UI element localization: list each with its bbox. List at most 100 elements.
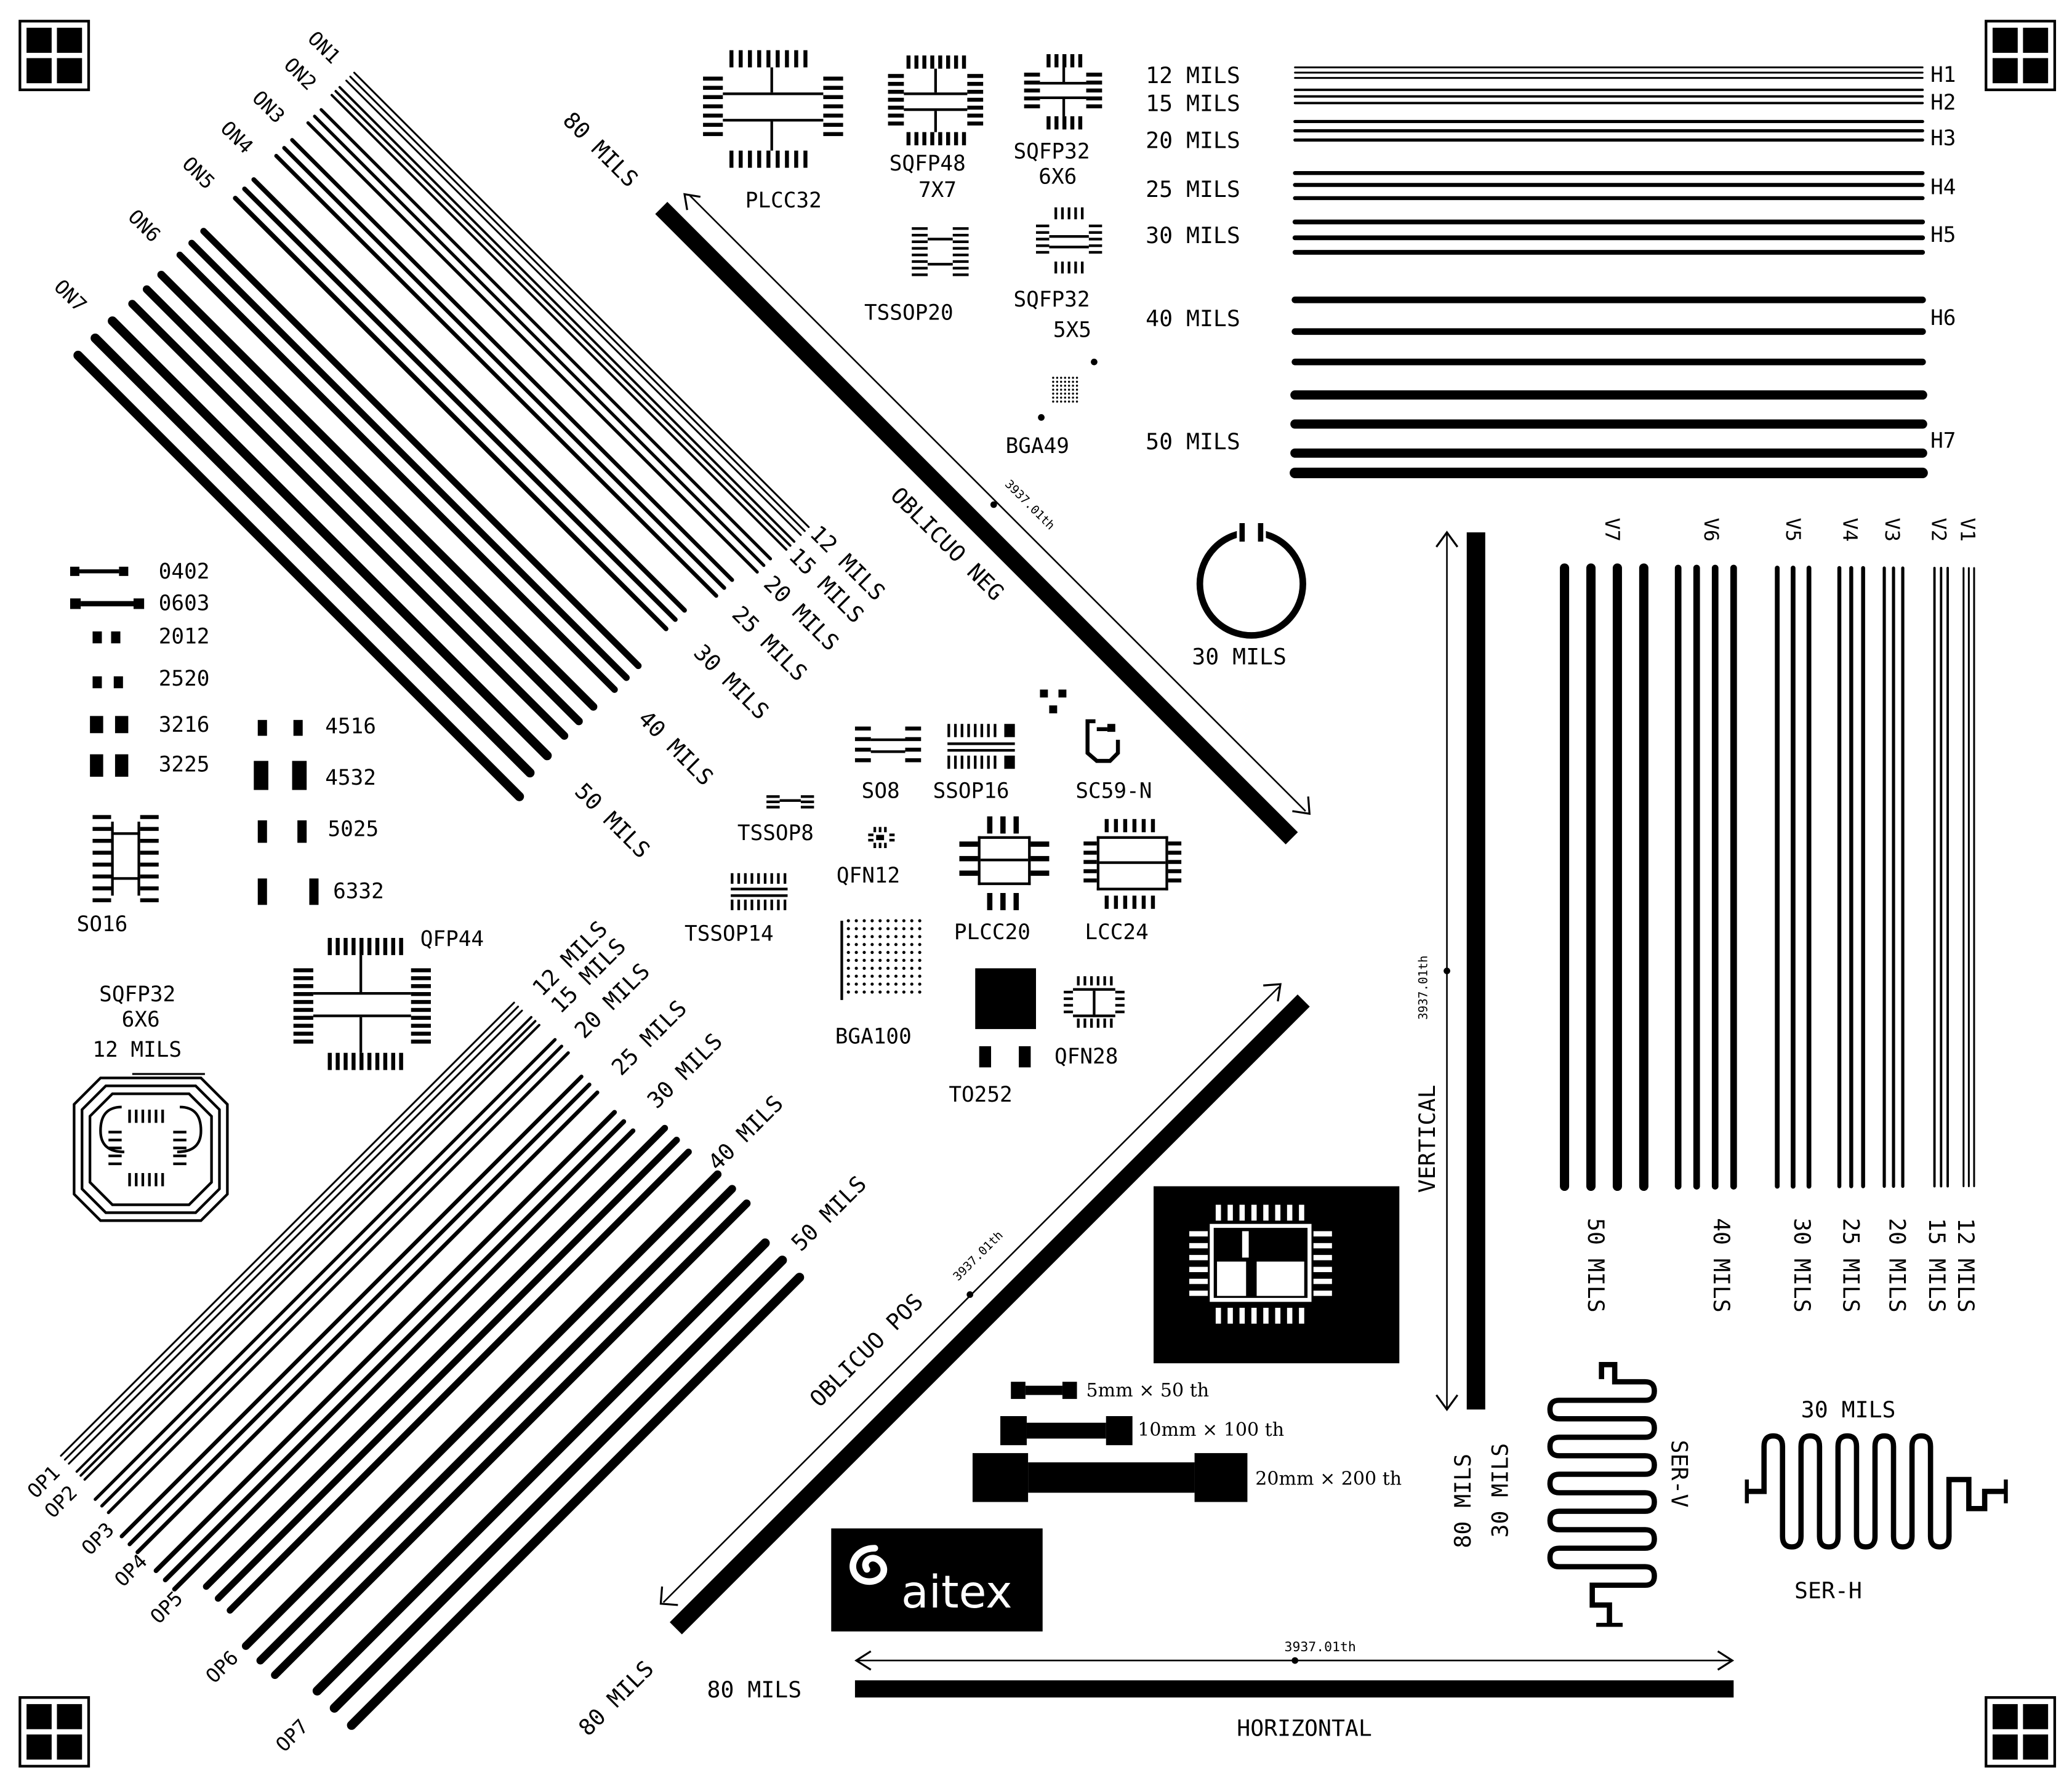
bga-pad: [1060, 380, 1062, 383]
bga-pad: [1067, 377, 1070, 379]
dimension-label: 3937.01th: [1002, 477, 1058, 532]
bga-pad: [870, 943, 874, 947]
width-label: 20 MILS: [1884, 1218, 1911, 1313]
pos-width-labels: 12 MILS 15 MILS 20 MILS 25 MILS 30 MILS …: [527, 916, 872, 1256]
footprint-label: PLCC32: [745, 188, 822, 213]
bga-pad: [886, 990, 890, 994]
bga-pad: [918, 982, 922, 986]
vertical-trace: 3937.01th VERTICAL 80 MILS: [1414, 531, 1485, 1548]
bga-pad: [1056, 385, 1059, 387]
v-label: V7: [1600, 518, 1624, 542]
bga-pad: [1060, 385, 1062, 387]
serpentine-horizontal: 30 MILS SER-H: [1745, 1396, 2008, 1604]
bga-pad: [854, 990, 858, 994]
chip-0402: 0402: [70, 559, 209, 584]
bga-pad: [894, 974, 898, 978]
bga-pad: [846, 966, 850, 970]
v-label: V5: [1781, 518, 1805, 542]
bga-pad: [910, 966, 914, 970]
width-label: 15 MILS: [1146, 90, 1240, 116]
bga-pad: [886, 966, 890, 970]
width-label: 25 MILS: [1146, 176, 1240, 202]
v-label: V4: [1838, 518, 1861, 542]
footprint-label: 5X5: [1053, 318, 1091, 342]
chip-3225: 3225: [90, 753, 209, 777]
resistor-label: 5mm × 50 th: [1086, 1380, 1210, 1401]
horizontal-trace: 3937.01th 80 MILS HORIZONTAL: [707, 1640, 1735, 1741]
bga-pad: [894, 919, 898, 923]
bga-pad: [1052, 400, 1054, 403]
bga-pad: [1056, 400, 1059, 403]
bga-pad: [1072, 380, 1074, 383]
bga-pad: [1067, 385, 1070, 387]
footprint-label: 6X6: [122, 1007, 160, 1032]
bga-pad: [1067, 400, 1070, 403]
bga-pad: [846, 982, 850, 986]
bga-pad: [1064, 380, 1066, 383]
footprint-tssop14: TSSOP14: [685, 873, 788, 946]
bga-pad: [1064, 377, 1066, 379]
aitex-logo: aitex: [831, 1528, 1043, 1632]
chip-2520: 2520: [92, 667, 209, 691]
width-label: 20 MILS: [1146, 127, 1240, 153]
bga-pad: [854, 927, 858, 931]
logo-text: aitex: [901, 1566, 1012, 1619]
bga-pad: [1064, 392, 1066, 395]
resistor-10mm: 10mm × 100 th: [1000, 1416, 1284, 1446]
bga-pad: [902, 958, 905, 963]
width-label: 25 MILS: [1837, 1218, 1864, 1313]
bga-pad: [846, 935, 850, 939]
chip-label: 0603: [159, 591, 210, 616]
h-label: H4: [1930, 175, 1956, 200]
footprint-label: SQFP48: [889, 151, 966, 176]
vertical-line-labels: V1 V2 V3 V4 V5 V6 V7: [1600, 518, 1979, 542]
ser-v-label: SER-V: [1666, 1440, 1692, 1508]
width-label: 80 MILS: [707, 1676, 802, 1703]
bga-pad: [910, 982, 914, 986]
pos-label: OP5: [146, 1587, 188, 1628]
bga-pad: [1075, 388, 1078, 391]
width-label: 12 MILS: [1953, 1218, 1979, 1313]
bga-pad: [910, 927, 914, 931]
footprint-label: TO252: [949, 1083, 1012, 1107]
footprint-label: QFP44: [420, 927, 484, 951]
serpentine-vertical: 30 MILS SER-V: [1487, 1361, 1692, 1627]
swirl-logo-icon: [849, 1545, 888, 1585]
pos-label: OP3: [77, 1518, 119, 1560]
bga-pad: [854, 966, 858, 970]
bga-pad: [878, 919, 882, 923]
bga-pad: [1072, 392, 1074, 395]
footprint-label: TSSOP20: [864, 300, 954, 325]
bga-pad: [918, 919, 922, 923]
ser-h-label: SER-H: [1794, 1577, 1862, 1604]
chip-5025: 5025: [257, 817, 379, 843]
footprint-qfn28: QFN28: [1054, 976, 1125, 1069]
bga-pad: [902, 943, 905, 947]
bga-pad: [846, 943, 850, 947]
chip-label: 5025: [328, 817, 379, 842]
bga-pad: [870, 974, 874, 978]
bga-pad: [1052, 388, 1054, 391]
footprint-sqfp48: SQFP48 7X7: [888, 55, 984, 202]
bga-pad: [894, 966, 898, 970]
bga-pad: [1072, 400, 1074, 403]
footprint-label: SQFP32: [1014, 287, 1090, 312]
chip-footprints: 0402 0603 2012 2520 3216 3225 4516 4532: [70, 559, 384, 905]
width-label: 12 MILS: [1146, 62, 1240, 89]
bga-pad: [902, 951, 905, 955]
bga-pad: [1052, 392, 1054, 395]
neg-label: ON3: [247, 86, 289, 128]
bga-pad: [846, 927, 850, 931]
bga-pad: [1060, 396, 1062, 399]
h-label: H3: [1930, 126, 1956, 151]
width-label: 50 MILS: [786, 1171, 872, 1256]
neg-width-labels: 12 MILS 15 MILS 20 MILS 25 MILS 30 MILS …: [569, 520, 890, 863]
footprint-label: BGA49: [1006, 434, 1069, 459]
bga-pad: [878, 943, 882, 947]
width-label: 30 MILS: [1801, 1396, 1896, 1423]
bga-pad: [902, 966, 905, 970]
width-label: 50 MILS: [1583, 1218, 1609, 1313]
bga-pad: [854, 935, 858, 939]
pos-label: OP4: [110, 1550, 152, 1592]
h-label: H7: [1930, 429, 1956, 454]
